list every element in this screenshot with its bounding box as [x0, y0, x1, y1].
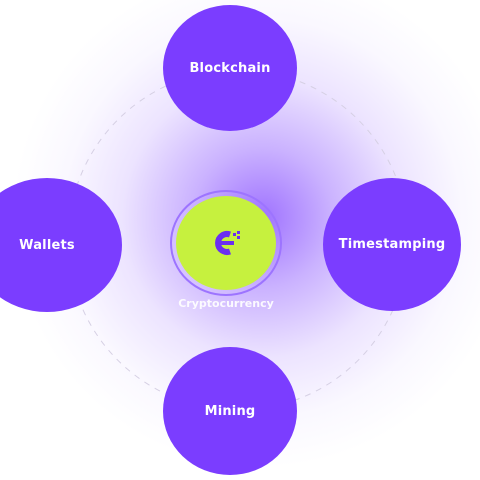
center-node[interactable]	[170, 190, 282, 296]
node-wallets-label: Wallets	[19, 237, 75, 253]
node-timestamping-label: Timestamping	[338, 237, 446, 252]
node-timestamping[interactable]: Timestamping	[323, 178, 461, 311]
node-blockchain[interactable]: Blockchain	[163, 5, 297, 131]
node-wallets[interactable]: Wallets	[0, 178, 122, 312]
center-core	[176, 196, 276, 290]
node-mining[interactable]: Mining	[163, 347, 297, 475]
node-mining-label: Mining	[204, 403, 256, 419]
node-blockchain-label: Blockchain	[189, 60, 271, 76]
crypto-logo-icon	[215, 231, 240, 255]
center-label: Cryptocurrency	[178, 297, 274, 310]
